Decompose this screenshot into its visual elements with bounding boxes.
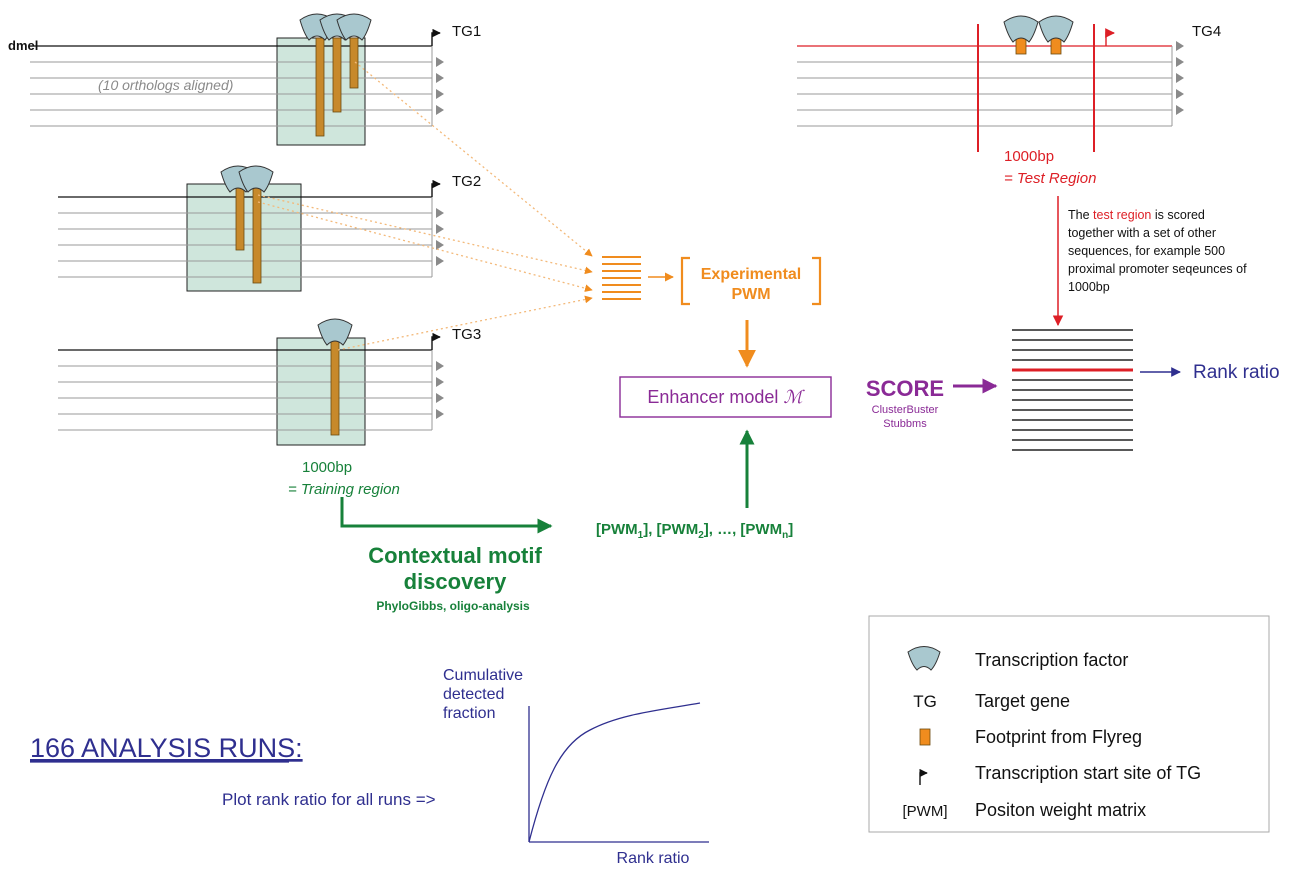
test-note-highlight: test region: [1093, 208, 1151, 222]
motif-discovery-tools: PhyloGibbs, oligo-analysis: [376, 599, 530, 613]
motif-discovery-line2: discovery: [404, 569, 507, 594]
transcription-factor-icon: [238, 165, 274, 193]
footprint-box: [1015, 37, 1027, 55]
ortholog-lines: [797, 46, 1173, 127]
gene-label-tg3: TG3: [452, 326, 481, 343]
training-region-box: [276, 337, 366, 446]
plot-ylabel-line3: fraction: [443, 705, 495, 722]
rank-ratio-label: Rank ratio: [1193, 362, 1280, 383]
legend-tss-arrow-icon: [919, 768, 928, 785]
gene-label-tg2: TG2: [452, 173, 481, 190]
species-label: dmel: [8, 38, 38, 53]
footprint-bar: [349, 37, 359, 89]
motif-discovery-line1: Contextual motif: [368, 543, 542, 568]
legend-label-transcription-factor: Transcription factor: [975, 650, 1128, 670]
legend-footprint-box-icon: [919, 728, 931, 746]
legend-symbol-tg: TG: [913, 692, 937, 711]
gene-label-tg4: TG4: [1192, 23, 1221, 40]
pwm-bracket-left: [680, 256, 690, 306]
footprint-box: [1050, 37, 1062, 55]
ortholog-tip-arrows: [436, 208, 444, 266]
plot-ylabel-line2: detected: [443, 686, 504, 703]
tss-arrow-icon: [1105, 28, 1115, 46]
legend-symbol-pwm: [PWM]: [903, 803, 948, 820]
transcription-factor-icon: [336, 13, 372, 41]
tg3-block: TG3 1000bp = Training region: [58, 318, 481, 498]
test-region-label: = Test Region: [1004, 170, 1096, 187]
enhancer-model-label: Enhancer model ℳ: [647, 387, 805, 408]
aligned-sites-stack: [602, 256, 641, 300]
footprint-bar: [235, 187, 245, 251]
footprint-to-pwm-connectors: [257, 61, 593, 351]
model-symbol: ℳ: [783, 387, 805, 408]
tss-arrow-icon: [431, 179, 441, 197]
tg2-block: TG2: [58, 165, 481, 292]
legend: Transcription factor TG Target gene Foot…: [868, 615, 1270, 833]
test-note: The test region is scored together with …: [1068, 208, 1250, 294]
test-region-length: 1000bp: [1004, 148, 1054, 165]
training-to-discovery-arrow: [340, 497, 553, 534]
legend-label-footprint: Footprint from Flyreg: [975, 727, 1142, 747]
gene-label-tg1: TG1: [452, 23, 481, 40]
score-tool-clusterbuster: ClusterBuster: [872, 404, 939, 416]
experimental-pwm-line1: Experimental: [701, 266, 801, 283]
enhancer-model-box: [619, 376, 832, 418]
footprint-bar: [330, 339, 340, 436]
transcription-factor-icon: [1003, 15, 1039, 43]
pwm-list: [PWM1], [PWM2], …, [PWMn]: [596, 521, 793, 541]
experimental-pwm-line2: PWM: [731, 286, 770, 303]
legend-label-pwm: Positon weight matrix: [975, 800, 1146, 820]
legend-label-target-gene: Target gene: [975, 691, 1070, 711]
tg4-block: TG4 1000bp = Test Region: [797, 15, 1221, 187]
score-title: SCORE: [866, 376, 944, 401]
score-tool-stubbms: Stubbms: [883, 418, 927, 430]
ortholog-lines: [30, 46, 433, 127]
transcription-factor-icon: [317, 318, 353, 346]
tss-arrow-icon: [431, 332, 441, 350]
legend-transcription-factor-icon: [907, 646, 941, 671]
ranked-sequences-stack: [1012, 329, 1133, 451]
analysis-runs-subtitle: Plot rank ratio for all runs =>: [222, 790, 436, 809]
transcription-factor-icon: [1038, 15, 1074, 43]
plot-xlabel: Rank ratio: [617, 850, 690, 867]
tg1-block: dmel (10 orthologs aligned) TG1: [8, 13, 481, 146]
orthologs-note: (10 orthologs aligned): [98, 77, 233, 93]
footprint-bar: [315, 37, 325, 137]
ortholog-lines: [58, 197, 433, 278]
pwm-bracket-right: [812, 256, 822, 306]
ortholog-tip-arrows: [1176, 41, 1184, 115]
footprint-bar: [332, 37, 342, 113]
training-region-length: 1000bp: [302, 459, 352, 476]
training-region-label: = Training region: [288, 481, 400, 498]
analysis-runs-title: 166 ANALYSIS RUNS:: [30, 733, 303, 763]
cumulative-curve: [528, 702, 701, 843]
tss-arrow-icon: [431, 28, 441, 46]
ortholog-lines: [58, 350, 433, 431]
ortholog-tip-arrows: [436, 361, 444, 419]
ortholog-tip-arrows: [436, 57, 444, 115]
plot-ylabel-line1: Cumulative: [443, 667, 523, 684]
cumulative-curve-plot: Cumulative detected fraction Rank ratio: [443, 667, 709, 867]
legend-label-tss: Transcription start site of TG: [975, 763, 1201, 783]
